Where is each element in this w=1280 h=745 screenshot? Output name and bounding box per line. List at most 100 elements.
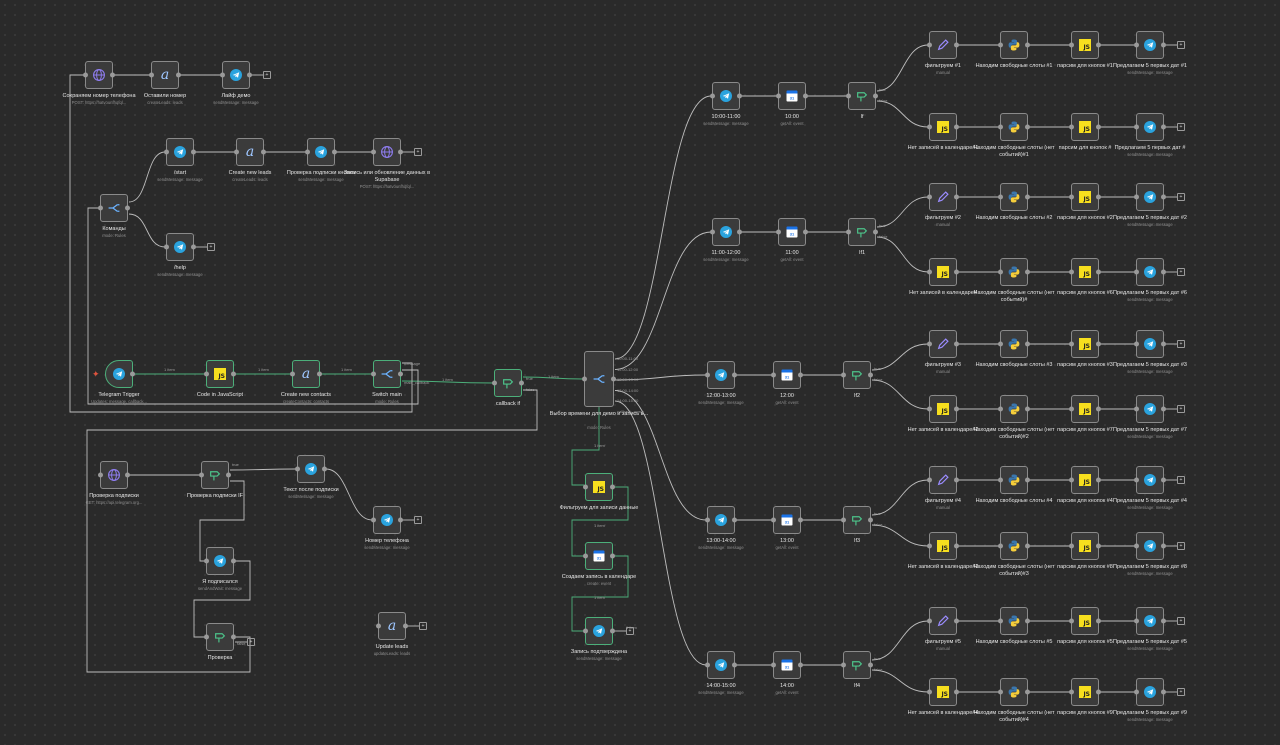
input-handle[interactable] <box>998 341 1003 347</box>
node-c5[interactable]: 31 <box>771 651 803 679</box>
output-handle[interactable] <box>737 229 742 235</box>
add-node-button[interactable]: + <box>1177 476 1185 484</box>
input-handle[interactable] <box>1134 406 1139 412</box>
input-handle[interactable] <box>927 124 932 130</box>
node-f3[interactable] <box>927 330 959 358</box>
input-handle[interactable] <box>1069 124 1074 130</box>
add-node-button[interactable]: + <box>1177 617 1185 625</box>
node-q5[interactable] <box>998 678 1030 706</box>
output-handle[interactable] <box>125 472 130 478</box>
input-handle[interactable] <box>290 371 295 377</box>
node-help[interactable] <box>164 233 196 261</box>
input-handle[interactable] <box>1069 477 1074 483</box>
output-handle[interactable] <box>954 194 959 200</box>
output-handle[interactable] <box>1025 269 1030 275</box>
input-handle[interactable] <box>771 517 776 523</box>
output-handle[interactable] <box>954 618 959 624</box>
node-o1[interactable] <box>1134 31 1166 59</box>
output-handle[interactable] <box>954 124 959 130</box>
output-handle[interactable] <box>261 149 266 155</box>
node-o4[interactable] <box>1134 466 1166 494</box>
node-o2[interactable] <box>1134 183 1166 211</box>
input-handle[interactable] <box>371 149 376 155</box>
input-handle[interactable] <box>841 372 846 378</box>
node-j5[interactable]: JS <box>1069 607 1101 635</box>
input-handle[interactable] <box>149 72 154 78</box>
node-c1[interactable]: 31 <box>776 82 808 110</box>
output-handle[interactable] <box>1096 269 1101 275</box>
input-handle[interactable] <box>776 93 781 99</box>
input-handle[interactable] <box>583 628 588 634</box>
input-handle[interactable] <box>927 269 932 275</box>
output-handle[interactable] <box>191 244 196 250</box>
output-handle[interactable] <box>176 72 181 78</box>
input-handle[interactable] <box>927 618 932 624</box>
node-p3[interactable] <box>998 330 1030 358</box>
add-node-button[interactable]: + <box>626 627 634 635</box>
node-confirmed[interactable] <box>583 617 615 645</box>
input-handle[interactable] <box>492 380 497 386</box>
input-handle[interactable] <box>164 244 169 250</box>
node-r3[interactable] <box>1134 395 1166 423</box>
node-create-event[interactable]: 31 <box>583 542 615 570</box>
output-handle[interactable] <box>610 628 615 634</box>
node-j2[interactable]: JS <box>1069 183 1101 211</box>
output-handle[interactable] <box>954 406 959 412</box>
node-k3[interactable]: JS <box>1069 395 1101 423</box>
input-handle[interactable] <box>164 149 169 155</box>
output-handle[interactable] <box>873 93 878 99</box>
node-if5[interactable] <box>841 651 873 679</box>
input-handle[interactable] <box>927 689 932 695</box>
node-n1[interactable]: JS <box>927 113 959 141</box>
node-check-sub-if[interactable] <box>199 461 231 489</box>
input-handle[interactable] <box>1069 618 1074 624</box>
input-handle[interactable] <box>927 543 932 549</box>
node-n3[interactable]: JS <box>927 395 959 423</box>
output-handle[interactable] <box>247 72 252 78</box>
output-handle[interactable] <box>732 517 737 523</box>
output-handle[interactable] <box>798 662 803 668</box>
input-handle[interactable] <box>1134 689 1139 695</box>
node-p1[interactable] <box>998 31 1030 59</box>
node-n5[interactable]: JS <box>927 678 959 706</box>
input-handle[interactable] <box>204 371 209 377</box>
add-node-button[interactable]: + <box>414 516 422 524</box>
node-o5[interactable] <box>1134 607 1166 635</box>
output-handle[interactable] <box>1025 194 1030 200</box>
input-handle[interactable] <box>710 229 715 235</box>
node-if4[interactable] <box>841 506 873 534</box>
node-r1[interactable] <box>1134 113 1166 141</box>
node-code-js[interactable]: JS <box>204 360 236 388</box>
output-handle[interactable] <box>1161 477 1166 483</box>
input-handle[interactable] <box>998 269 1003 275</box>
output-handle[interactable] <box>798 372 803 378</box>
node-k1[interactable]: JS <box>1069 113 1101 141</box>
output-handle[interactable] <box>873 229 878 235</box>
input-handle[interactable] <box>1134 124 1139 130</box>
node-s3[interactable] <box>705 361 737 389</box>
node-if2[interactable] <box>846 218 878 246</box>
add-node-button[interactable]: + <box>263 71 271 79</box>
input-handle[interactable] <box>705 662 710 668</box>
input-handle[interactable] <box>998 618 1003 624</box>
input-handle[interactable] <box>204 634 209 640</box>
input-handle[interactable] <box>98 472 103 478</box>
output-handle[interactable] <box>398 149 403 155</box>
output-handle[interactable] <box>798 517 803 523</box>
input-handle[interactable] <box>371 517 376 523</box>
output-handle[interactable] <box>125 205 130 211</box>
add-node-button[interactable]: + <box>414 148 422 156</box>
output-handle[interactable] <box>317 371 322 377</box>
node-r4[interactable] <box>1134 532 1166 560</box>
output-handle[interactable] <box>1025 689 1030 695</box>
node-r5[interactable] <box>1134 678 1166 706</box>
node-supabase[interactable] <box>371 138 403 166</box>
node-f5[interactable] <box>927 607 959 635</box>
input-handle[interactable] <box>998 42 1003 48</box>
input-handle[interactable] <box>220 72 225 78</box>
node-left-phone[interactable]: a <box>149 61 181 89</box>
output-handle[interactable] <box>130 371 135 377</box>
output-handle[interactable] <box>322 466 327 472</box>
node-subscribed[interactable] <box>204 547 236 575</box>
